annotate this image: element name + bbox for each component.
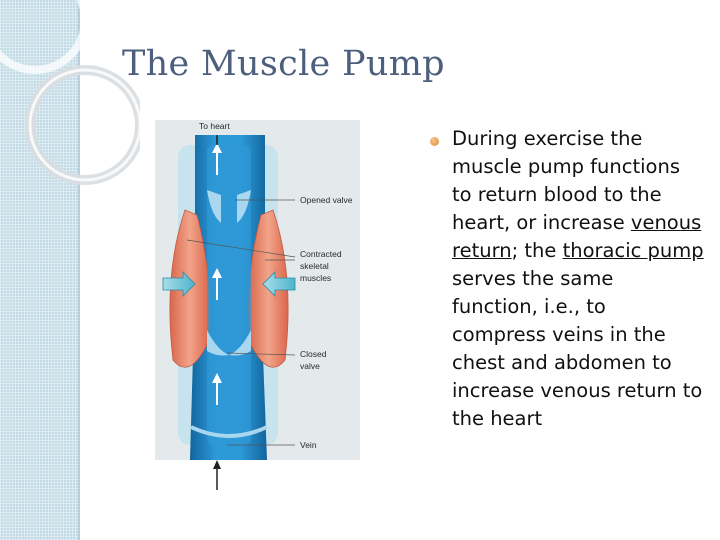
bullet-text-part2: ; the — [511, 239, 563, 262]
strip-edge — [78, 0, 80, 540]
label-opened-valve: Opened valve — [300, 195, 353, 205]
venous-return-link[interactable]: venous return — [452, 211, 702, 262]
bullet-item: During exercise the muscle pump function… — [430, 125, 705, 433]
label-closed-line1: Closed — [300, 349, 327, 359]
compression-arrow-right — [262, 271, 296, 297]
bullet-icon — [430, 137, 439, 146]
label-contracted-line1: Contracted — [300, 249, 342, 259]
compression-arrow-left — [162, 271, 196, 297]
label-to-heart: To heart — [199, 121, 230, 131]
thoracic-pump-link[interactable]: thoracic pump — [562, 239, 704, 262]
label-contracted-line2: skeletal — [300, 261, 329, 271]
muscle-pump-diagram: To heart Opened valve Contracted skeleta… — [155, 120, 360, 490]
decorative-circles — [0, 0, 140, 185]
label-closed-line2: valve — [300, 361, 320, 371]
label-vein: Vein — [300, 440, 317, 450]
label-contracted-line3: muscles — [300, 273, 331, 283]
slide-title: The Muscle Pump — [122, 44, 445, 84]
bullet-text: During exercise the muscle pump function… — [452, 125, 705, 433]
bullet-text-part3: serves the same function, i.e., to compr… — [452, 267, 703, 430]
bullet-text-part1: During exercise the muscle pump function… — [452, 127, 680, 234]
